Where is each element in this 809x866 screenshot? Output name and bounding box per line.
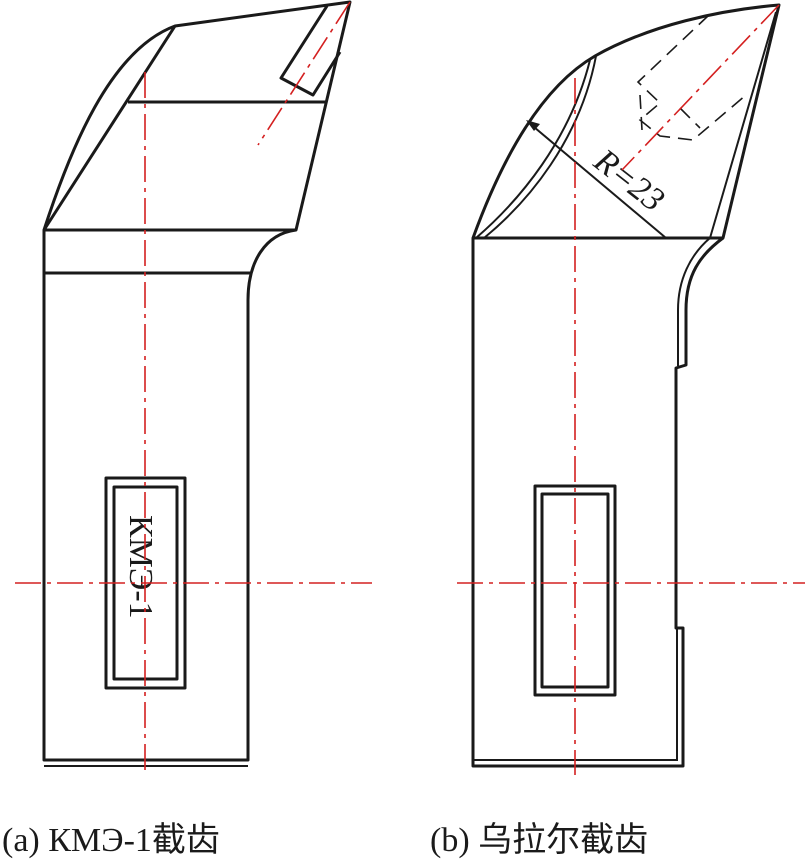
pick-a-plate-text: КМЭ-1	[122, 515, 159, 619]
pick-b-plate-outer	[533, 484, 617, 697]
pick-b-right-inner	[709, 11, 777, 239]
pick-b-dimension-line	[527, 121, 667, 239]
pick-b-side-inner	[677, 237, 711, 366]
pick-b-dimension-arrow-icon	[526, 120, 540, 131]
pick-a-drawing: КМЭ-1	[15, 0, 372, 775]
pick-b-drawing: R=23	[457, 3, 805, 775]
pick-a-carbide-insert	[279, 5, 342, 97]
pick-a-centerline-tip	[257, 1, 351, 146]
pick-b-hidden-carbide	[636, 14, 747, 141]
pick-a-head-edge	[42, 25, 177, 231]
caption-a: (a) КМЭ-1截齿	[2, 822, 220, 859]
pick-b-body	[471, 236, 724, 768]
pick-b-head-outline	[471, 3, 781, 240]
pick-b-arc-inner-1	[475, 59, 591, 239]
caption-b: (b) 乌拉尔截齿	[430, 822, 649, 859]
pick-b-centerline-tip	[621, 4, 780, 171]
pick-a-body	[42, 228, 297, 762]
pick-b-arc-inner-2	[483, 55, 597, 239]
pick-a-head-outline	[42, 0, 352, 232]
pick-b-bottom-line	[473, 628, 678, 761]
